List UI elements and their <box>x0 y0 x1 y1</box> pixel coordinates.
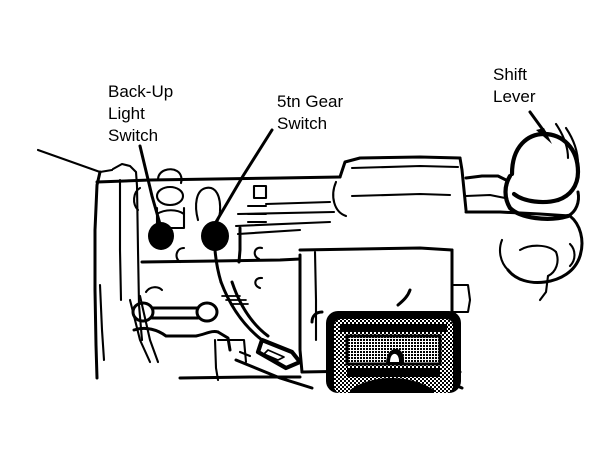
inset-pointer-stub <box>396 288 412 307</box>
case-lower-left-rib-b <box>138 294 160 364</box>
case-flange-top <box>464 174 508 182</box>
back-up-light-switch-body <box>148 222 174 250</box>
case-boss-b <box>155 185 185 207</box>
label-back-up-light-switch: Back-Up Light Switch <box>108 82 178 145</box>
linkage-boss-left <box>131 301 155 323</box>
tail-housing-detail-2 <box>546 250 559 278</box>
case-c-mark-2 <box>253 246 264 261</box>
fifth-gear-switch-stem <box>213 248 223 284</box>
case-left-rib <box>135 184 144 342</box>
case-lower-contour <box>132 326 220 338</box>
case-hook-left <box>133 186 142 212</box>
shift-lever-ball <box>509 131 581 203</box>
case-rib-4 <box>236 228 302 236</box>
inset-bottom-arc <box>350 378 434 393</box>
case-rear-lug <box>450 283 472 314</box>
case-mid-floor <box>140 257 302 264</box>
wire-connector-group <box>219 280 314 390</box>
case-boss-c-top <box>155 209 186 216</box>
tail-housing-detail-3 <box>538 274 550 302</box>
fifth-gear-switch-body <box>201 221 229 251</box>
shift-lever-collar-right <box>566 190 580 218</box>
label-fifth-gear-switch: 5tn Gear Switch <box>277 92 348 133</box>
case-upper-inner-line-2 <box>350 192 452 198</box>
switch-wire-2 <box>230 280 270 338</box>
shift-lever-shaft-hint <box>564 126 580 166</box>
case-rib-3 <box>234 220 332 228</box>
switch-group <box>148 221 229 284</box>
inset-top-band <box>340 324 447 332</box>
case-upper-right-edge <box>458 156 468 212</box>
case-left-boss <box>111 162 139 188</box>
shift-lever-shaft-hint-2 <box>554 122 570 160</box>
callout-labels: Back-Up Light Switch 5tn Gear Switch Shi… <box>108 65 536 145</box>
switch-wire <box>219 280 264 342</box>
inset-left-stub <box>310 310 324 324</box>
shift-lever-collar <box>503 173 571 221</box>
shift-lever-arrowhead <box>536 128 552 144</box>
callout-leaders <box>138 110 552 226</box>
inset-lower-band <box>347 368 440 377</box>
tail-housing-detail-5 <box>498 238 510 272</box>
label-shift-lever: Shift Lever <box>493 65 536 106</box>
wire-connector-highlight <box>263 349 285 361</box>
shift-lever-ball-base <box>511 191 561 205</box>
case-upper-shoulder <box>338 155 462 179</box>
wire-lower-run <box>234 358 314 390</box>
case-upper-inner-line <box>350 164 460 170</box>
case-post <box>237 226 242 264</box>
case-lower-step <box>216 330 232 352</box>
linkage-boss-right <box>195 301 219 323</box>
leader-back-up-light-switch <box>138 144 162 226</box>
wire-connector-plug <box>255 337 303 371</box>
shift-lever-group <box>503 122 581 221</box>
case-lower-left-rib-c <box>98 283 106 362</box>
case-flange-mid <box>464 193 507 200</box>
case-lower-sill <box>178 375 302 380</box>
case-lower-arc <box>144 286 164 294</box>
tail-housing-bottom <box>506 268 547 284</box>
case-c-mark-3 <box>254 276 264 290</box>
case-tower-left-inner <box>313 250 318 342</box>
case-left-inner-edge <box>118 178 123 302</box>
tail-housing-right <box>543 214 584 284</box>
case-arc-detail <box>332 180 348 218</box>
tail-housing-detail-1 <box>518 244 558 254</box>
case-tower-top <box>298 246 454 252</box>
case-rib-1 <box>264 200 332 206</box>
detail-inset-panel <box>310 288 461 393</box>
case-boss-a <box>156 168 183 185</box>
tail-housing-detail-4 <box>568 242 576 268</box>
case-small-lug <box>252 184 268 200</box>
wire-tail <box>238 350 252 358</box>
leader-fifth-gear-switch <box>214 128 274 224</box>
inset-dome-inner <box>390 353 399 362</box>
case-top-deck <box>95 175 342 184</box>
